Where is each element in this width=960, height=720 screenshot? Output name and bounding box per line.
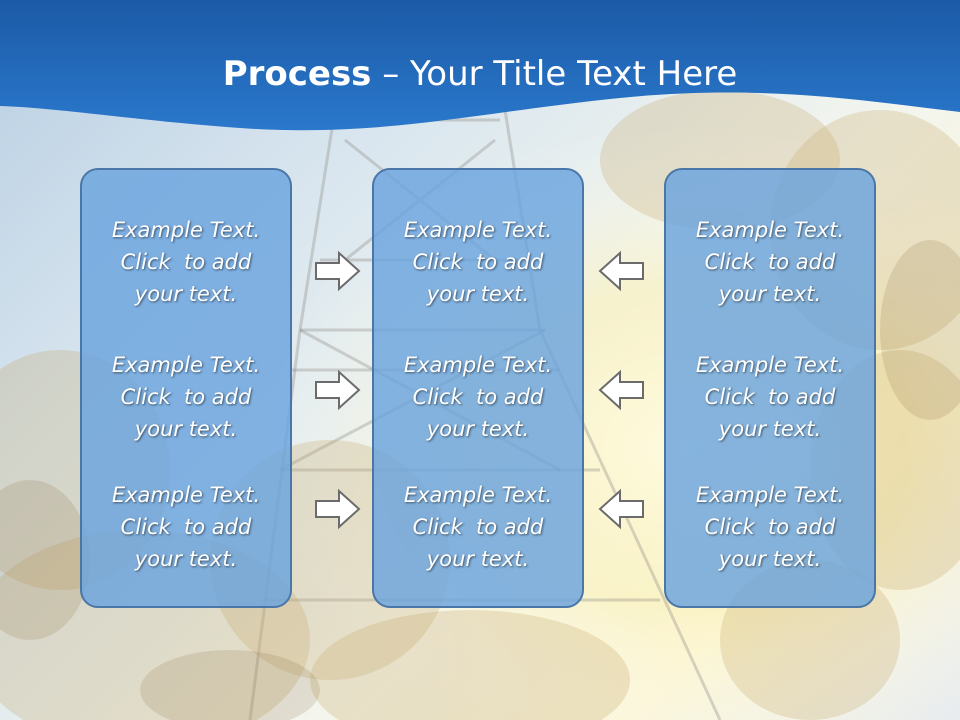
arrow-left-icon[interactable] [596,250,646,292]
title-bold-part: Process [222,54,372,94]
text-placeholder[interactable]: Example Text. Click to add your text. [666,479,874,575]
header-banner [0,0,960,131]
process-box-left[interactable]: Example Text. Click to add your text. Ex… [80,168,292,608]
text-line: Example Text. [111,483,261,507]
text-line: your text. [426,547,530,571]
text-line: Example Text. [111,218,261,242]
title-rest-part: – Your Title Text Here [371,54,738,94]
text-placeholder[interactable]: Example Text. Click to add your text. [666,349,874,445]
text-line: Example Text. [695,483,845,507]
process-box-right[interactable]: Example Text. Click to add your text. Ex… [664,168,876,608]
text-line: your text. [134,417,238,441]
text-line: Click to add [412,385,544,409]
text-line: Click to add [412,515,544,539]
text-placeholder[interactable]: Example Text. Click to add your text. [82,349,290,445]
process-box-center[interactable]: Example Text. Click to add your text. Ex… [372,168,584,608]
arrow-right-icon[interactable] [313,369,363,411]
text-line: your text. [426,417,530,441]
text-line: Example Text. [695,218,845,242]
text-placeholder[interactable]: Example Text. Click to add your text. [374,479,582,575]
text-line: your text. [134,282,238,306]
text-line: Example Text. [403,218,553,242]
text-placeholder[interactable]: Example Text. Click to add your text. [666,214,874,310]
text-line: Example Text. [403,483,553,507]
arrow-right-icon[interactable] [313,250,363,292]
text-placeholder[interactable]: Example Text. Click to add your text. [82,214,290,310]
arrow-left-icon[interactable] [596,488,646,530]
text-line: your text. [134,547,238,571]
text-line: your text. [426,282,530,306]
text-line: Example Text. [695,353,845,377]
arrow-right-icon[interactable] [313,488,363,530]
text-line: your text. [718,547,822,571]
text-line: Click to add [704,515,836,539]
text-line: Click to add [704,250,836,274]
text-line: Example Text. [403,353,553,377]
text-line: Click to add [120,515,252,539]
text-line: Example Text. [111,353,261,377]
slide-title[interactable]: Process – Your Title Text Here [0,52,960,96]
text-line: your text. [718,417,822,441]
text-line: Click to add [120,385,252,409]
text-placeholder[interactable]: Example Text. Click to add your text. [82,479,290,575]
text-line: Click to add [704,385,836,409]
text-line: Click to add [120,250,252,274]
text-placeholder[interactable]: Example Text. Click to add your text. [374,214,582,310]
text-line: your text. [718,282,822,306]
arrow-left-icon[interactable] [596,369,646,411]
text-placeholder[interactable]: Example Text. Click to add your text. [374,349,582,445]
text-line: Click to add [412,250,544,274]
